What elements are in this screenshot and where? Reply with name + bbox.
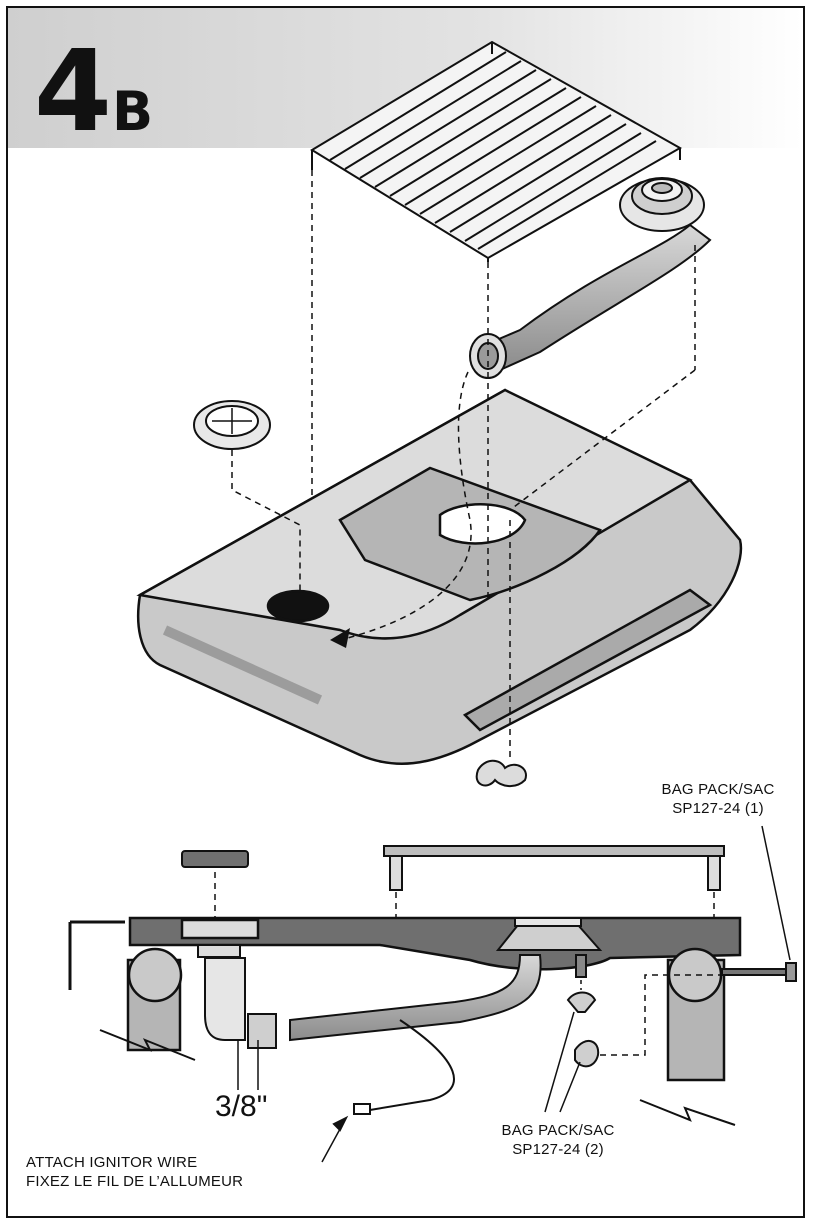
bag-pack-2-line1: BAG PACK/SAC xyxy=(501,1122,615,1139)
side-burner-tray xyxy=(136,388,743,765)
ignitor-wire xyxy=(321,1019,455,1163)
assembly-guide-lines-top xyxy=(231,170,696,760)
bag-pack-2-line2: SP127-24 (2) xyxy=(512,1141,604,1158)
bag-pack-1-line2: SP127-24 (1) xyxy=(672,800,764,817)
measurement-lines xyxy=(237,1040,259,1090)
ignitor-wire-label: ATTACH IGNITOR WIRE FIXEZ LE FIL DE L’AL… xyxy=(26,1153,243,1191)
wing-nuts-sp127-24-2 xyxy=(544,954,722,1113)
tray-cross-section xyxy=(68,916,742,990)
cooking-grate xyxy=(310,40,683,262)
page-border xyxy=(6,6,805,1218)
bag-pack-2-label: BAG PACK/SAC SP127-24 (2) xyxy=(478,1121,638,1159)
wing-nut-top xyxy=(475,759,527,787)
cart-frame xyxy=(126,947,726,1082)
drip-cup xyxy=(193,400,271,450)
ignitor-line1: ATTACH IGNITOR WIRE xyxy=(26,1154,198,1171)
step-digit: 4 xyxy=(34,27,112,157)
insertion-arrowhead xyxy=(330,628,350,648)
break-marks xyxy=(99,1029,736,1126)
grate-side-profile xyxy=(383,845,725,920)
bag-pack-1-label: BAG PACK/SAC SP127-24 (1) xyxy=(638,780,798,818)
step-letter: B xyxy=(111,80,154,143)
measurement-label: 3/8" xyxy=(215,1090,268,1123)
bag-pack-1-line1: BAG PACK/SAC xyxy=(661,781,775,798)
burner-assembly xyxy=(469,177,712,379)
bolt-sp127-24-1 xyxy=(721,825,797,982)
grate-support-knob xyxy=(181,850,249,925)
burner-profile xyxy=(495,917,603,951)
step-number: 4B xyxy=(34,36,153,148)
venturi-pipe xyxy=(197,944,542,1049)
ignitor-line2: FIXEZ LE FIL DE L’ALLUMEUR xyxy=(26,1173,244,1190)
